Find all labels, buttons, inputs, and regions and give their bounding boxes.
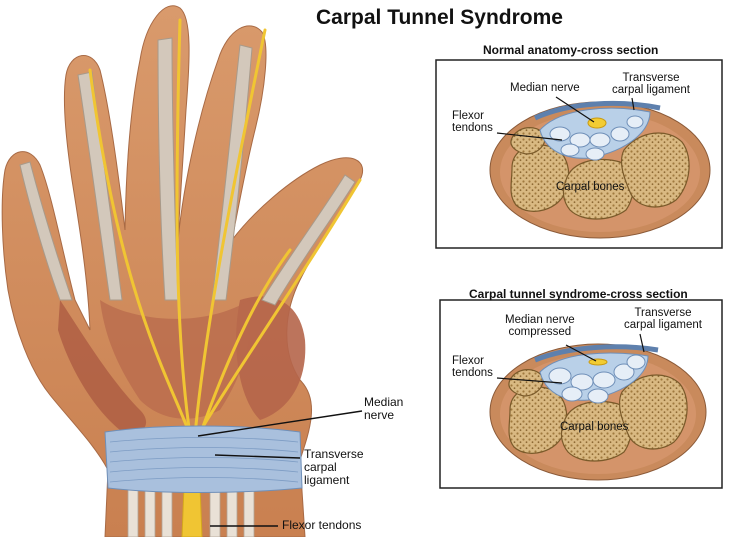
- cts-cross-section: [439, 299, 723, 489]
- cts-leader-ligament: [639, 333, 645, 353]
- cts-median-line-1: Median nerve: [505, 314, 575, 326]
- thenar-muscle: [58, 300, 147, 434]
- normal-bone: [620, 132, 690, 208]
- normal-tendons: [549, 115, 644, 161]
- normal-leader-lines: [496, 96, 635, 141]
- hand-median-line-2: nerve: [364, 408, 395, 422]
- page-title: Carpal Tunnel Syndrome: [316, 6, 563, 29]
- cts-label-bones: Carpal bones: [560, 421, 629, 433]
- cts-tendon: [592, 371, 616, 389]
- cts-flexor-line-1: Flexor: [452, 355, 484, 367]
- leader-median-nerve: [197, 410, 363, 437]
- hand-ligament-line-3: ligament: [304, 473, 350, 487]
- nerve-branch-5: [198, 248, 292, 437]
- cts-tendon: [587, 388, 609, 404]
- cts-label-median-nerve: Median nerve compressed: [505, 314, 575, 338]
- hand-label-flexor: Flexor tendons: [282, 518, 362, 532]
- normal-label-flexor: Flexor tendons: [452, 110, 493, 134]
- normal-ligament-line-2: carpal ligament: [612, 84, 690, 96]
- normal-ligament-line-1: Transverse: [622, 72, 680, 84]
- hand-label-ligament: Transverse carpal ligament: [304, 448, 364, 487]
- cts-bone: [508, 369, 544, 397]
- normal-leader-flexor: [496, 132, 563, 141]
- normal-leader-nerve: [555, 96, 595, 123]
- hand-ligament-line-1: Transverse: [304, 447, 364, 461]
- hand-ligament-line-2: carpal: [304, 460, 337, 474]
- cts-median-line-2: compressed: [508, 326, 572, 338]
- cts-ligament-line-1: Transverse: [634, 307, 692, 319]
- nerve-branch-4: [196, 178, 362, 437]
- ligament-fiber: [109, 437, 299, 443]
- cts-tendon: [548, 367, 572, 385]
- normal-bone: [510, 127, 546, 155]
- normal-flexor-line-2: tendons: [452, 122, 493, 134]
- nerve-branch-3: [193, 28, 267, 437]
- normal-cross-section: [435, 59, 723, 249]
- normal-label-ligament: Transverse carpal ligament: [612, 72, 690, 96]
- normal-label-bones: Carpal bones: [556, 181, 625, 193]
- ligament-fiber: [109, 457, 299, 463]
- normal-leader-ligament: [631, 97, 635, 111]
- normal-panel-title: Normal anatomy-cross section: [483, 43, 659, 57]
- cts-leader-flexor: [496, 377, 563, 384]
- cts-tendons: [548, 354, 646, 404]
- leader-ligament: [214, 454, 301, 459]
- cts-tendon: [626, 354, 646, 370]
- palm-muscle: [100, 300, 251, 419]
- nerve-branch-1: [88, 68, 192, 437]
- normal-tendon: [610, 126, 630, 142]
- cts-carpal-bones: [508, 369, 688, 462]
- tendon-index: [211, 44, 253, 301]
- normal-tendon: [585, 147, 605, 161]
- hand-median-line-1: Median: [364, 395, 404, 409]
- ligament-fibers: [109, 437, 299, 483]
- cts-flexor-line-2: tendons: [452, 367, 493, 379]
- tendon-thumb: [261, 174, 356, 306]
- cts-ligament: [534, 344, 659, 363]
- tendon-little: [19, 161, 73, 301]
- normal-tendon: [589, 132, 611, 148]
- cts-tendon: [613, 363, 635, 381]
- hand-illustration: [1, 5, 363, 537]
- cts-label-flexor: Flexor tendons: [452, 355, 493, 379]
- cts-panel-title: Carpal tunnel syndrome-cross section: [469, 287, 688, 301]
- hand-carpal-ligament: [104, 425, 303, 493]
- normal-label-median-nerve: Median nerve: [510, 82, 580, 94]
- normal-tendon: [626, 115, 644, 129]
- nerve-branch-2: [175, 18, 192, 437]
- normal-carpal-bones: [510, 127, 690, 220]
- cts-tendon: [561, 386, 583, 402]
- normal-tendon: [549, 126, 571, 142]
- cts-leader-lines: [496, 333, 645, 384]
- hypothenar-muscle: [236, 296, 306, 420]
- ligament-fiber: [109, 477, 299, 483]
- hand-label-median-nerve: Median nerve: [364, 396, 403, 422]
- normal-ligament: [533, 100, 661, 121]
- cts-leader-nerve: [565, 344, 597, 362]
- cts-median-nerve: [588, 358, 608, 366]
- normal-tendon: [560, 143, 580, 157]
- cts-ligament-line-2: carpal ligament: [624, 319, 702, 331]
- cts-label-ligament: Transverse carpal ligament: [624, 307, 702, 331]
- ligament-fiber: [109, 467, 299, 473]
- hand-leader-lines: [197, 410, 363, 527]
- nerve-branches: [88, 18, 362, 437]
- cts-bone: [618, 374, 688, 450]
- ligament-fiber: [109, 447, 299, 453]
- normal-flexor-line-1: Flexor: [452, 110, 484, 122]
- wrist-tendons: [127, 479, 255, 537]
